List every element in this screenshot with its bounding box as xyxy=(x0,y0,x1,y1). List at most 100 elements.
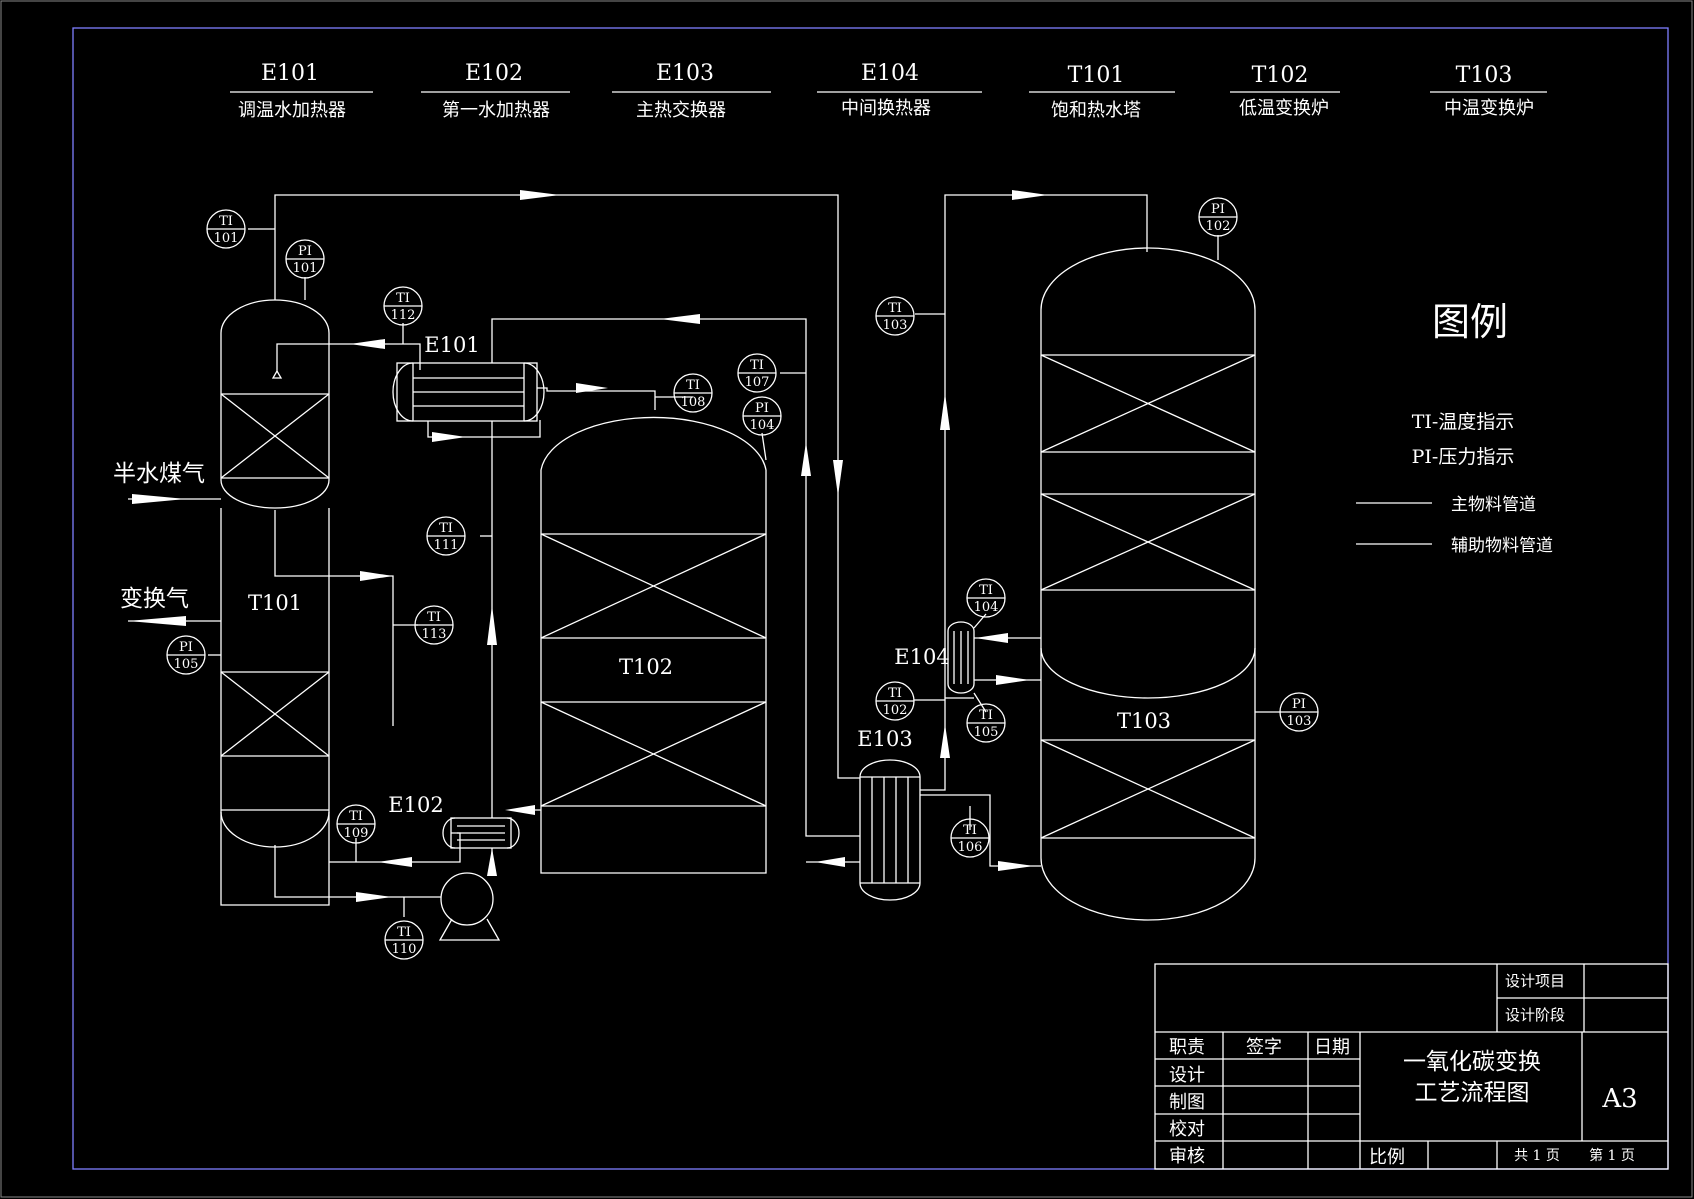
equipment-entry: E104 中间换热器 xyxy=(817,61,982,119)
signature-header: 签字 xyxy=(1246,1037,1282,1058)
svg-text:TI: TI xyxy=(888,301,902,316)
arrow-left xyxy=(350,339,385,349)
instrument-bubble: TI 109 xyxy=(336,804,376,844)
pump xyxy=(438,872,501,941)
title-block: 设计项目 设计阶段 职责 签字 日期 设计 制图 校对 审核 一氧化碳变换 工艺… xyxy=(1154,963,1669,1170)
svg-text:TI: TI xyxy=(439,521,453,536)
instrument-bubble: TI 107 xyxy=(737,353,777,393)
svg-text:TI: TI xyxy=(219,214,233,229)
arrow-up xyxy=(487,848,497,876)
svg-text:PI: PI xyxy=(1211,202,1225,217)
equipment-entry: E102 第一水加热器 xyxy=(421,61,570,121)
instrument-bubble: TI 111 xyxy=(426,516,466,556)
role-design: 设计 xyxy=(1169,1065,1205,1086)
svg-text:112: 112 xyxy=(391,308,416,323)
drawing-title-line-2: 工艺流程图 xyxy=(1415,1080,1530,1106)
equipment-entry: T102 低温变换炉 xyxy=(1230,63,1340,119)
equipment-header: E101 调温水加热器 E102 第一水加热器 E103 主热交换器 E104 … xyxy=(230,61,1547,121)
drawing-title-line-1: 一氧化碳变换 xyxy=(1403,1049,1541,1075)
svg-text:113: 113 xyxy=(422,627,447,642)
exchanger-e104: E104 xyxy=(894,621,975,694)
svg-text:TI: TI xyxy=(397,925,411,940)
scale-label: 比例 xyxy=(1369,1147,1405,1168)
equipment-name: 饱和热水塔 xyxy=(1051,100,1141,121)
svg-text:TI: TI xyxy=(396,291,410,306)
arrow-left xyxy=(378,857,412,867)
equipment-name: 中间换热器 xyxy=(841,98,931,119)
page-number: 第 1 页 xyxy=(1589,1147,1635,1164)
equipment-entry: E103 主热交换器 xyxy=(612,61,771,121)
svg-text:PI: PI xyxy=(755,401,769,416)
svg-text:101: 101 xyxy=(293,261,318,276)
tower-t102: T102 xyxy=(540,416,767,874)
equipment-entry: E101 调温水加热器 xyxy=(230,61,373,121)
instrument-bubble: TI 108 xyxy=(673,373,713,413)
svg-text:105: 105 xyxy=(174,657,199,672)
instrument-bubble: PI 101 xyxy=(285,239,325,279)
legend-main-pipe: 主物料管道 xyxy=(1451,495,1536,515)
equipment-name: 中温变换炉 xyxy=(1444,98,1534,119)
svg-text:108: 108 xyxy=(681,395,706,410)
tower-t101: T101 xyxy=(220,299,330,906)
arrow-right xyxy=(996,675,1030,685)
legend-aux-pipe: 辅助物料管道 xyxy=(1451,536,1553,556)
e102-label: E102 xyxy=(388,793,443,817)
arrow-right xyxy=(132,494,186,504)
svg-text:104: 104 xyxy=(750,418,775,433)
equipment-code: T101 xyxy=(1068,63,1125,88)
t101-label: T101 xyxy=(248,591,302,615)
arrow-right xyxy=(998,861,1034,871)
arrow-right xyxy=(576,383,608,393)
svg-text:TI: TI xyxy=(427,610,441,625)
arrow-down xyxy=(833,460,843,496)
total-pages: 共 1 页 xyxy=(1514,1148,1560,1164)
e101-label: E101 xyxy=(424,333,479,357)
svg-text:TI: TI xyxy=(979,583,993,598)
equipment-code: E104 xyxy=(861,61,919,86)
arrow-left xyxy=(975,633,1008,643)
arrow-up xyxy=(940,724,950,758)
equipment-code: E101 xyxy=(261,61,319,86)
svg-text:TI: TI xyxy=(979,708,993,723)
instrument-bubble: TI 105 xyxy=(966,703,1006,743)
svg-text:PI: PI xyxy=(298,244,312,259)
svg-text:101: 101 xyxy=(214,231,239,246)
svg-text:PI: PI xyxy=(179,640,193,655)
svg-text:111: 111 xyxy=(434,538,459,553)
svg-text:103: 103 xyxy=(883,318,908,333)
svg-text:110: 110 xyxy=(392,942,417,957)
equipment-name: 调温水加热器 xyxy=(238,100,346,121)
sheet-size: A3 xyxy=(1601,1084,1637,1114)
svg-text:103: 103 xyxy=(1287,714,1312,729)
equipment-code: T102 xyxy=(1252,63,1309,88)
tower-t103: T103 xyxy=(1040,247,1256,921)
e103-label: E103 xyxy=(857,727,912,751)
arrow-right xyxy=(1012,190,1048,200)
arrow-up xyxy=(487,605,497,645)
svg-text:105: 105 xyxy=(974,725,999,740)
role-drafting: 制图 xyxy=(1169,1092,1205,1113)
legend-pi: PI-压力指示 xyxy=(1412,446,1515,468)
exchanger-e103: E103 xyxy=(857,727,921,901)
arrow-right xyxy=(356,892,392,902)
instrument-bubble: TI 101 xyxy=(206,209,246,249)
instrument-bubble: PI 105 xyxy=(166,635,206,675)
svg-text:106: 106 xyxy=(958,840,983,855)
equipment-name: 主热交换器 xyxy=(636,100,726,121)
equipment-name: 第一水加热器 xyxy=(442,100,550,121)
design-stage-label: 设计阶段 xyxy=(1505,1006,1565,1024)
arrow-right xyxy=(360,571,393,581)
equipment-code: T103 xyxy=(1456,63,1513,88)
e104-label: E104 xyxy=(894,645,949,669)
legend-title: 图例 xyxy=(1432,300,1508,344)
outlet-stream-label: 变换气 xyxy=(120,586,189,612)
instrument-bubble: TI 113 xyxy=(414,605,454,645)
instrument-bubble: TI 112 xyxy=(383,286,423,326)
svg-text:102: 102 xyxy=(883,703,908,718)
arrow-up xyxy=(801,442,811,476)
svg-text:TI: TI xyxy=(750,358,764,373)
instrument-bubble: TI 106 xyxy=(950,818,990,858)
legend: 图例 TI-温度指示 PI-压力指示 主物料管道 辅助物料管道 xyxy=(1412,300,1553,556)
equipment-name: 低温变换炉 xyxy=(1239,98,1329,119)
